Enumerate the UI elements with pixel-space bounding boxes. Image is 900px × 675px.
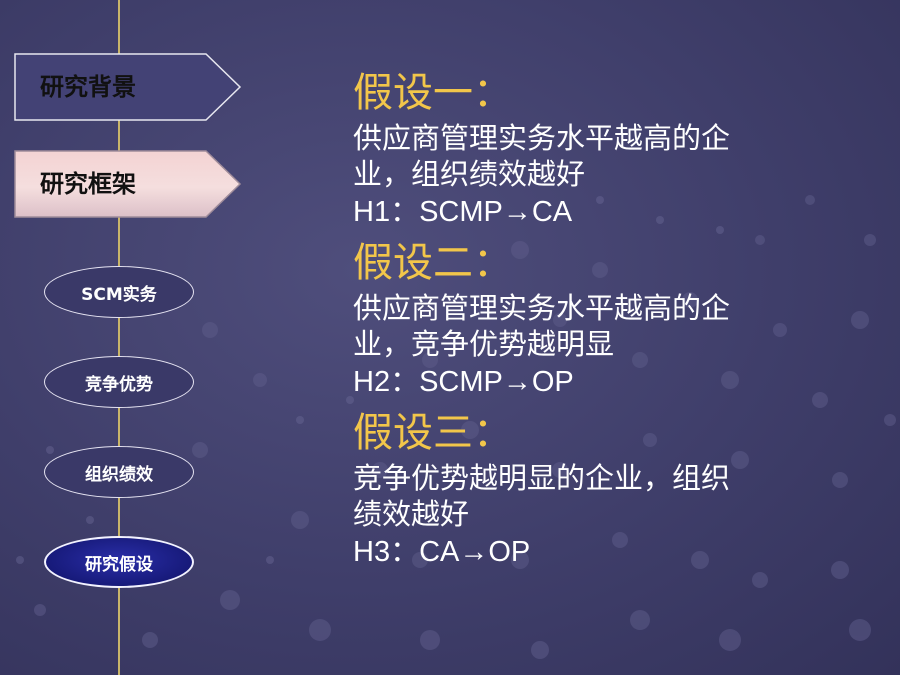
hypothesis-formula: H2：SCMP→OP — [353, 366, 574, 398]
nav-arrow-research-background[interactable]: 研究背景 — [14, 53, 242, 121]
hypothesis-title: 假设一： — [353, 70, 513, 116]
hypothesis-body-line: 供应商管理实务水平越高的企 — [353, 291, 731, 325]
nav-oval-research-hypothesis[interactable]: 研究假设 — [44, 536, 194, 588]
arrow-shape — [14, 53, 242, 121]
hypothesis-formula: H3：CA→OP — [353, 536, 531, 568]
hypothesis-2: 假设二： 供应商管理实务水平越高的企 业，竞争优势越明显 H2：SCMP→OP — [353, 236, 873, 402]
hypothesis-body-line: 供应商管理实务水平越高的企 — [353, 121, 731, 155]
nav-oval-scm-practice[interactable]: SCM实务 — [44, 266, 194, 318]
nav-arrow-label: 研究背景 — [40, 72, 136, 101]
hypothesis-body-line: 业，组织绩效越好 — [353, 157, 586, 191]
hypothesis-body-line: 竞争优势越明显的企业，组织 — [353, 461, 731, 495]
hypothesis-title: 假设三： — [353, 410, 513, 456]
navigation-line — [118, 0, 120, 675]
hypothesis-3: 假设三： 竞争优势越明显的企业，组织 绩效越好 H3：CA→OP — [353, 406, 873, 572]
hypothesis-1: 假设一： 供应商管理实务水平越高的企 业，组织绩效越好 H1：SCMP→CA — [353, 66, 873, 232]
nav-oval-competitive-advantage[interactable]: 竞争优势 — [44, 356, 194, 408]
nav-arrow-label: 研究框架 — [40, 169, 136, 198]
hypothesis-body-line: 绩效越好 — [353, 497, 470, 531]
hypothesis-body-line: 业，竞争优势越明显 — [353, 327, 615, 361]
arrow-shape — [14, 150, 242, 218]
hypothesis-title: 假设二： — [353, 240, 513, 286]
hypotheses-content: 假设一： 供应商管理实务水平越高的企 业，组织绩效越好 H1：SCMP→CA 假… — [353, 66, 873, 576]
nav-arrow-research-framework[interactable]: 研究框架 — [14, 150, 242, 218]
nav-oval-organizational-performance[interactable]: 组织绩效 — [44, 446, 194, 498]
hypothesis-formula: H1：SCMP→CA — [353, 196, 573, 228]
